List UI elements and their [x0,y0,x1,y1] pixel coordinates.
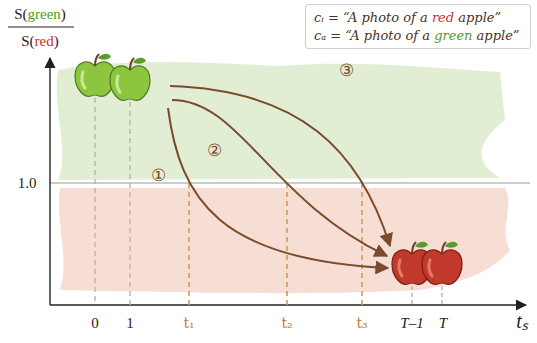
tick-label: 1.0 [18,175,37,192]
callout-number: ② [207,141,222,160]
tick-label: 0 [91,315,99,332]
callout-number: ③ [339,61,354,80]
axis-label: S(green) [14,6,66,23]
tick-label: t₂ [281,316,292,331]
color-word: red [35,33,54,49]
axis-label: tₛ [516,310,528,332]
tick-label: T–1 [400,315,423,332]
color-word: green [434,28,472,43]
axis-label: S(red) [21,33,59,50]
prompt-text: cᵢ = “A photo of a red apple” [314,9,522,27]
tick-label: T [439,315,447,332]
callout-number: ① [151,166,166,185]
tick-label: 1 [126,315,134,332]
prompt-text: cₐ = “A photo of a green apple” [314,27,522,45]
color-word: red [432,10,454,25]
tick-label: t₃ [356,316,367,331]
prompt-box: cᵢ = “A photo of a red apple”cₐ = “A pho… [305,4,531,49]
color-word: green [28,6,61,22]
tick-label: t₁ [183,316,194,331]
